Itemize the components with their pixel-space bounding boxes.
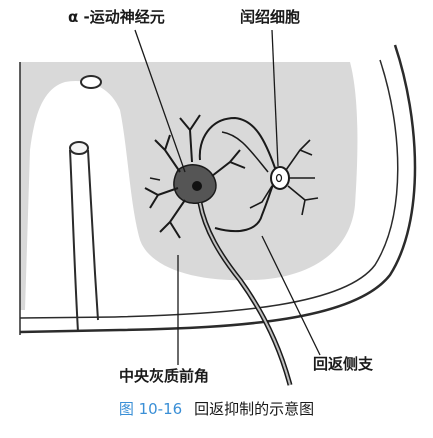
recurrent-inhibition-diagram	[19, 29, 417, 386]
white-matter-boundary-inner	[19, 59, 399, 319]
alpha-motor-neuron	[144, 114, 293, 386]
ventral-root-left-wall	[69, 149, 79, 333]
caption-number: 图 10-16	[118, 400, 183, 418]
white-matter-boundary	[19, 44, 417, 334]
ventral-root-top	[69, 141, 89, 155]
label-ventral-horn: 中央灰质前角	[119, 367, 210, 385]
leader-renshaw-cell	[271, 29, 279, 167]
leader-recurrent-collateral	[261, 235, 321, 356]
label-recurrent-collateral: 回返侧支	[313, 355, 374, 373]
label-alpha-motor-neuron: α -运动神经元	[68, 8, 165, 26]
label-renshaw-cell: 闰绍细胞	[240, 8, 301, 26]
caption-title: 回返抑制的示意图	[194, 400, 315, 418]
central-canal	[80, 75, 102, 89]
figure-caption: 图 10-16 回返抑制的示意图	[0, 402, 433, 417]
renshaw-cell	[198, 116, 319, 216]
leader-alpha-motor-neuron	[134, 29, 186, 173]
ventral-root-right-wall	[87, 149, 99, 321]
